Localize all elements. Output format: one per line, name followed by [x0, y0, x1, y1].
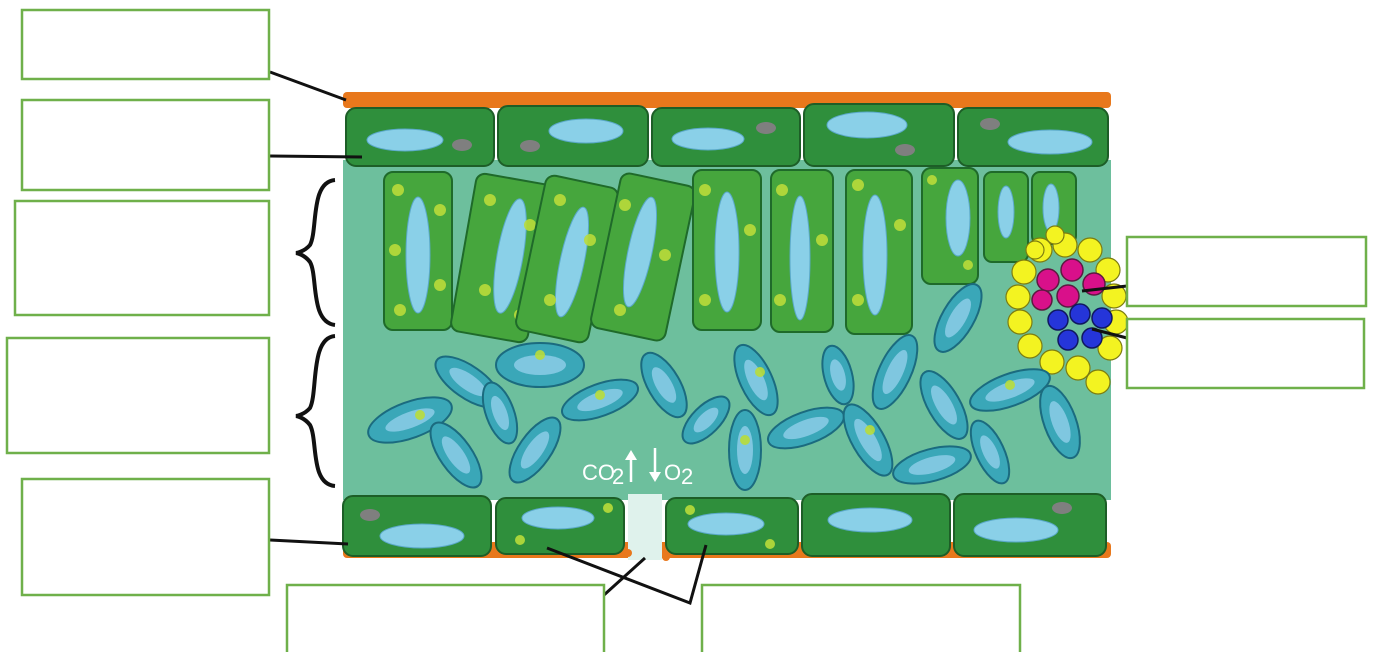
- label-box-upper-epidermis[interactable]: [22, 100, 269, 190]
- label-box-phloem[interactable]: [1127, 319, 1364, 388]
- co2-label: CO: [582, 460, 615, 485]
- label-box-lower-epidermis[interactable]: [22, 479, 269, 595]
- palisade-brace: [296, 180, 335, 325]
- guard-cell-right-dot: [662, 553, 670, 561]
- leader-cuticle: [270, 72, 346, 100]
- label-box-stoma[interactable]: [287, 585, 604, 652]
- guard-cell-left-dot: [624, 549, 632, 557]
- leader-upper-epidermis: [270, 156, 362, 157]
- o2-subscript: 2: [681, 464, 693, 489]
- co2-subscript: 2: [612, 464, 624, 489]
- label-box-guard-cells[interactable]: [702, 585, 1020, 652]
- lower-epidermis: [343, 494, 1106, 556]
- leader-lower-epidermis: [270, 540, 348, 544]
- label-box-palisade-mesophyll[interactable]: [15, 201, 269, 315]
- upper-cuticle: [343, 92, 1111, 108]
- o2-label: O: [664, 460, 681, 485]
- label-box-spongy-mesophyll[interactable]: [7, 338, 269, 453]
- spongy-brace: [296, 336, 335, 486]
- label-box-cuticle[interactable]: [22, 10, 269, 79]
- upper-epidermis: [346, 104, 1108, 166]
- label-box-xylem[interactable]: [1127, 237, 1366, 306]
- stoma-opening: [628, 494, 662, 560]
